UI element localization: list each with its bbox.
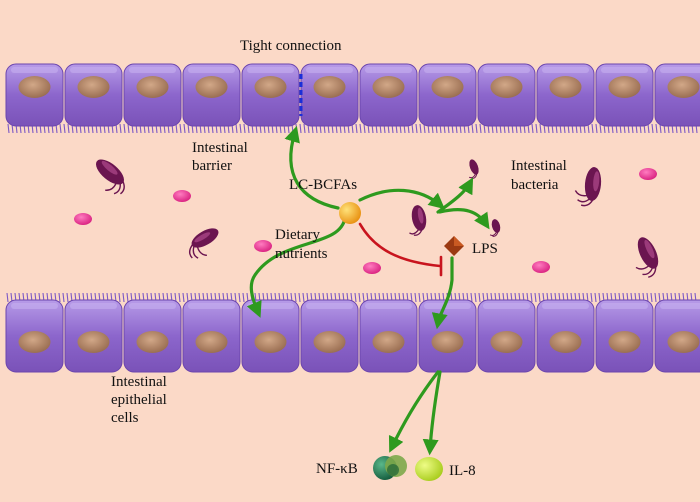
nucleus-icon [136, 331, 169, 353]
epithelial-cell [241, 63, 300, 127]
nucleus-icon [372, 331, 405, 353]
epithelial-cell [536, 63, 595, 127]
lc-bcfas-label: LC-BCFAs [289, 177, 357, 193]
nucleus-icon [254, 76, 287, 98]
nucleus-icon [608, 76, 641, 98]
arrow-bacteria-growth-2 [438, 208, 490, 230]
epithelial-cells-label-line2: epithelial [111, 392, 167, 408]
nutrient-particle-icon [254, 240, 272, 252]
nucleus-icon [77, 76, 110, 98]
inhibition-arrow [358, 222, 443, 277]
nutrient-particle-icon [363, 262, 381, 274]
epithelial-cell [595, 299, 654, 373]
nucleus-icon [490, 331, 523, 353]
arrow-bacteria-growth-1 [436, 177, 474, 214]
epithelial-cell [359, 63, 418, 127]
lps-icon [444, 236, 464, 256]
nucleus-icon [195, 331, 228, 353]
epithelial-cell [5, 63, 64, 127]
dietary-nutrients-label-line2: nutrients [275, 246, 328, 262]
nucleus-icon [18, 76, 51, 98]
lc-bcfa-molecule-icon [339, 202, 361, 224]
nutrient-particle-icon [173, 190, 191, 202]
intestinal-bacteria-label-line1: Intestinal [511, 158, 567, 174]
nucleus-icon [254, 331, 287, 353]
epithelial-cells-label-line1: Intestinal [111, 374, 167, 390]
epithelial-cell [64, 63, 123, 127]
epithelial-cell [123, 63, 182, 127]
epithelial-cells-label-line3: cells [111, 410, 139, 426]
bottom-epithelium-layer [5, 292, 700, 373]
nutrient-particle-icon [639, 168, 657, 180]
arrow-lcbcfa-to-bacteria [358, 188, 445, 210]
nucleus-icon [431, 76, 464, 98]
nucleus-icon [18, 331, 51, 353]
nucleus-icon [313, 331, 346, 353]
intestinal-barrier-label-line1: Intestinal [192, 140, 248, 156]
epithelial-cell [300, 299, 359, 373]
bacterium-icon [409, 205, 427, 236]
epithelial-cell [5, 299, 64, 373]
nutrient-particle-icon [74, 213, 92, 225]
epithelial-cell [300, 63, 359, 127]
bacterium-icon [574, 167, 602, 207]
intestinal-bacteria-label-line2: bacteria [511, 177, 559, 193]
nucleus-icon [195, 76, 228, 98]
epithelial-cell [595, 63, 654, 127]
epithelial-cell [654, 299, 700, 373]
arrow-lcbcfa-to-epithelium [246, 216, 347, 318]
nucleus-icon [313, 76, 346, 98]
epithelial-cell [123, 299, 182, 373]
epithelial-cell [241, 299, 300, 373]
nucleus-icon [608, 331, 641, 353]
epithelial-cell [64, 299, 123, 373]
dietary-nutrients-label-line1: Dietary [275, 227, 320, 243]
bacterium-icon [635, 237, 659, 278]
bacterium-icon [95, 159, 125, 195]
arrow-lcbcfa-to-barrier [284, 125, 340, 210]
epithelial-cell [477, 63, 536, 127]
il-8-label: IL-8 [449, 463, 476, 479]
nucleus-icon [431, 331, 464, 353]
il-8-icon [415, 457, 443, 481]
nutrient-particle-icon [532, 261, 550, 273]
nf-kb-label: NF-κB [316, 461, 358, 477]
epithelial-cell [654, 63, 700, 127]
nucleus-icon [667, 331, 700, 353]
nucleus-icon [372, 76, 405, 98]
epithelial-cell [536, 299, 595, 373]
nucleus-icon [136, 76, 169, 98]
top-epithelium-layer [5, 63, 700, 134]
arrow-to-nf-kb [388, 370, 440, 453]
nucleus-icon [667, 76, 700, 98]
epithelial-cell [182, 63, 241, 127]
nucleus-icon [77, 331, 110, 353]
nucleus-icon [490, 76, 523, 98]
nucleus-icon [549, 76, 582, 98]
intestinal-barrier-label-line2: barrier [192, 158, 232, 174]
lps-label: LPS [472, 241, 498, 257]
epithelial-cell [359, 299, 418, 373]
tight-connection-label: Tight connection [240, 38, 342, 54]
nucleus-icon [549, 331, 582, 353]
arrow-lps-to-epithelium [431, 256, 454, 330]
epithelial-cell [182, 299, 241, 373]
arrow-to-il-8 [422, 370, 442, 456]
epithelial-cell [477, 299, 536, 373]
nf-kb-icon [373, 455, 407, 480]
epithelial-cell [418, 299, 477, 373]
epithelial-cell [418, 63, 477, 127]
bacterium-icon [489, 219, 501, 237]
bacterium-icon [188, 228, 219, 259]
